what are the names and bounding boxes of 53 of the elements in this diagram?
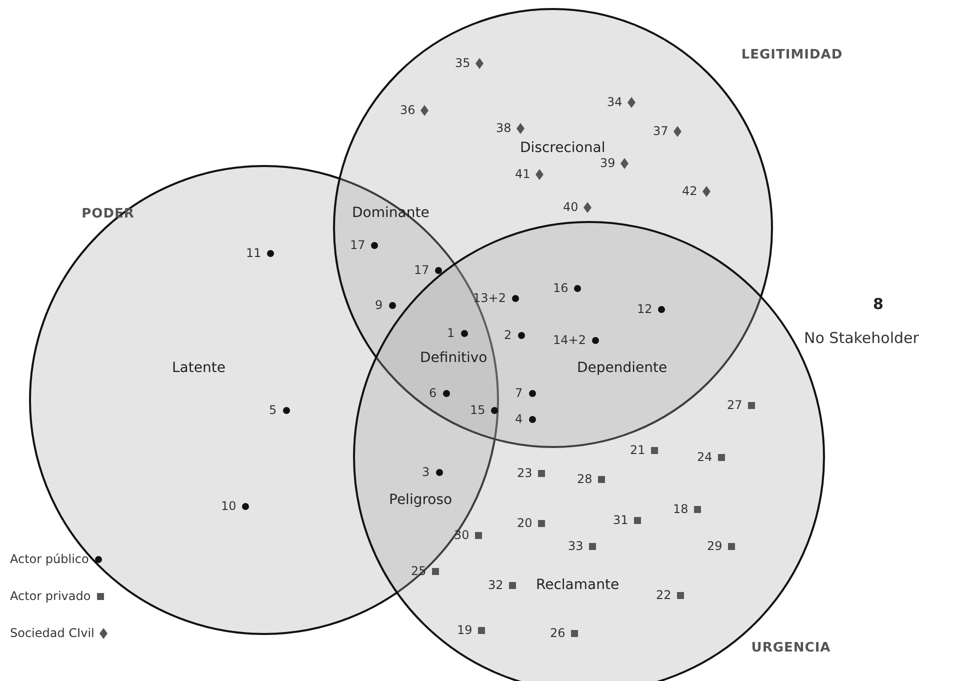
point-number: 33 xyxy=(568,539,584,553)
legend-text: Actor público xyxy=(10,552,89,566)
point-number: 17 xyxy=(350,238,366,252)
point-number: 40 xyxy=(563,200,578,214)
point-number: 24 xyxy=(697,450,712,464)
point-number: 32 xyxy=(488,578,504,592)
point-number: 3 xyxy=(422,465,430,479)
region-name: Discrecional xyxy=(520,140,606,156)
point-number: 7 xyxy=(515,386,523,400)
point-number: 42 xyxy=(682,184,698,198)
point-number: 31 xyxy=(613,513,628,527)
point-number: 11 xyxy=(246,246,262,260)
point-number: 9 xyxy=(375,298,383,312)
point-number: 39 xyxy=(600,156,616,170)
point-number: 5 xyxy=(269,403,277,417)
point-number: 28 xyxy=(577,472,592,486)
point-number: 1 xyxy=(447,326,455,340)
point-number: 26 xyxy=(550,626,566,640)
point-number: 37 xyxy=(653,124,668,138)
point-number: 23 xyxy=(517,466,532,480)
point-number: 17 xyxy=(414,263,430,277)
point-number: 41 xyxy=(515,167,530,181)
category-text: No Stakeholder xyxy=(804,329,919,347)
point-number: 8 xyxy=(873,295,884,313)
point-number: 27 xyxy=(727,398,742,412)
point-number: 22 xyxy=(656,588,672,602)
point-number: 38 xyxy=(496,121,512,135)
point-number: 6 xyxy=(429,386,437,400)
point-number: 10 xyxy=(221,499,236,513)
point-number: 29 xyxy=(707,539,722,553)
legend-text: Sociedad CIvil xyxy=(10,626,94,640)
point-number: 16 xyxy=(553,281,568,295)
region-name: Peligroso xyxy=(389,492,452,508)
point-number: 4 xyxy=(515,412,523,426)
point-number: 20 xyxy=(517,516,532,530)
region-name: Latente xyxy=(172,360,226,376)
legend-text: Actor privado xyxy=(10,589,91,603)
point-number: 34 xyxy=(607,95,622,109)
circle-heading: URGENCIA xyxy=(751,640,831,656)
point-number: 12 xyxy=(637,302,652,316)
region-name: Reclamante xyxy=(536,577,620,593)
region-name: Dependiente xyxy=(577,360,668,376)
point-number: 2 xyxy=(504,328,512,342)
point-number: 15 xyxy=(470,403,486,417)
point-number: 30 xyxy=(454,528,470,542)
point-number: 35 xyxy=(455,56,470,70)
point-number: 18 xyxy=(673,502,688,516)
region-name: Definitivo xyxy=(420,350,488,366)
point-number: 21 xyxy=(630,443,646,457)
point-number: 14+2 xyxy=(553,333,586,347)
point-number: 36 xyxy=(400,103,416,117)
point-number: 19 xyxy=(457,623,472,637)
circle-heading: LEGITIMIDAD xyxy=(741,48,843,62)
